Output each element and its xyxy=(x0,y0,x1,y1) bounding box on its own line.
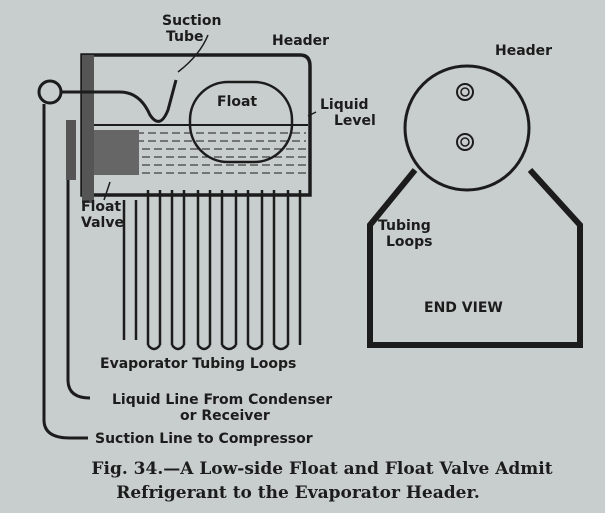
liquid-level-label: Liquid xyxy=(320,97,369,113)
evaporator-tubing-loops-label: Evaporator Tubing Loops xyxy=(100,356,296,372)
figure-caption-line1: Fig. 34.—A Low-side Float and Float Valv… xyxy=(91,459,552,479)
header-tank xyxy=(80,53,312,197)
end-view-tubing-loops-label: Tubing xyxy=(378,218,431,234)
liquid-line-label-2: or Receiver xyxy=(180,408,270,424)
float-valve-label: Float xyxy=(81,199,121,215)
suction-tube xyxy=(60,79,178,123)
end-view xyxy=(367,64,583,348)
end-view-tubing-loops xyxy=(367,167,583,348)
end-view-tubing-loops-label-2: Loops xyxy=(386,234,433,250)
end-view-header xyxy=(403,64,531,192)
liquid-line xyxy=(66,180,91,400)
figure-caption-line2: Refrigerant to the Evaporator Header. xyxy=(116,483,480,503)
suction-line xyxy=(42,104,88,440)
header-label: Header xyxy=(272,33,329,49)
float-label: Float xyxy=(217,94,257,110)
end-view-header-label: Header xyxy=(495,43,552,59)
float-valve-label-2: Valve xyxy=(81,215,124,231)
header-wall xyxy=(82,55,94,203)
suction-tube-label-2: Tube xyxy=(166,29,204,45)
suction-line-label: Suction Line to Compressor xyxy=(95,431,313,447)
float xyxy=(188,80,294,164)
liquid-line-label: Liquid Line From Condenser xyxy=(112,392,332,408)
end-view-title: END VIEW xyxy=(424,300,503,316)
pipe-connector xyxy=(37,79,63,105)
side-view xyxy=(37,34,317,440)
evaporator-tubing-loops xyxy=(122,190,302,351)
liquid-level-label-2: Level xyxy=(334,113,376,129)
float-valve xyxy=(94,130,139,175)
suction-tube-label: Suction xyxy=(162,13,221,29)
